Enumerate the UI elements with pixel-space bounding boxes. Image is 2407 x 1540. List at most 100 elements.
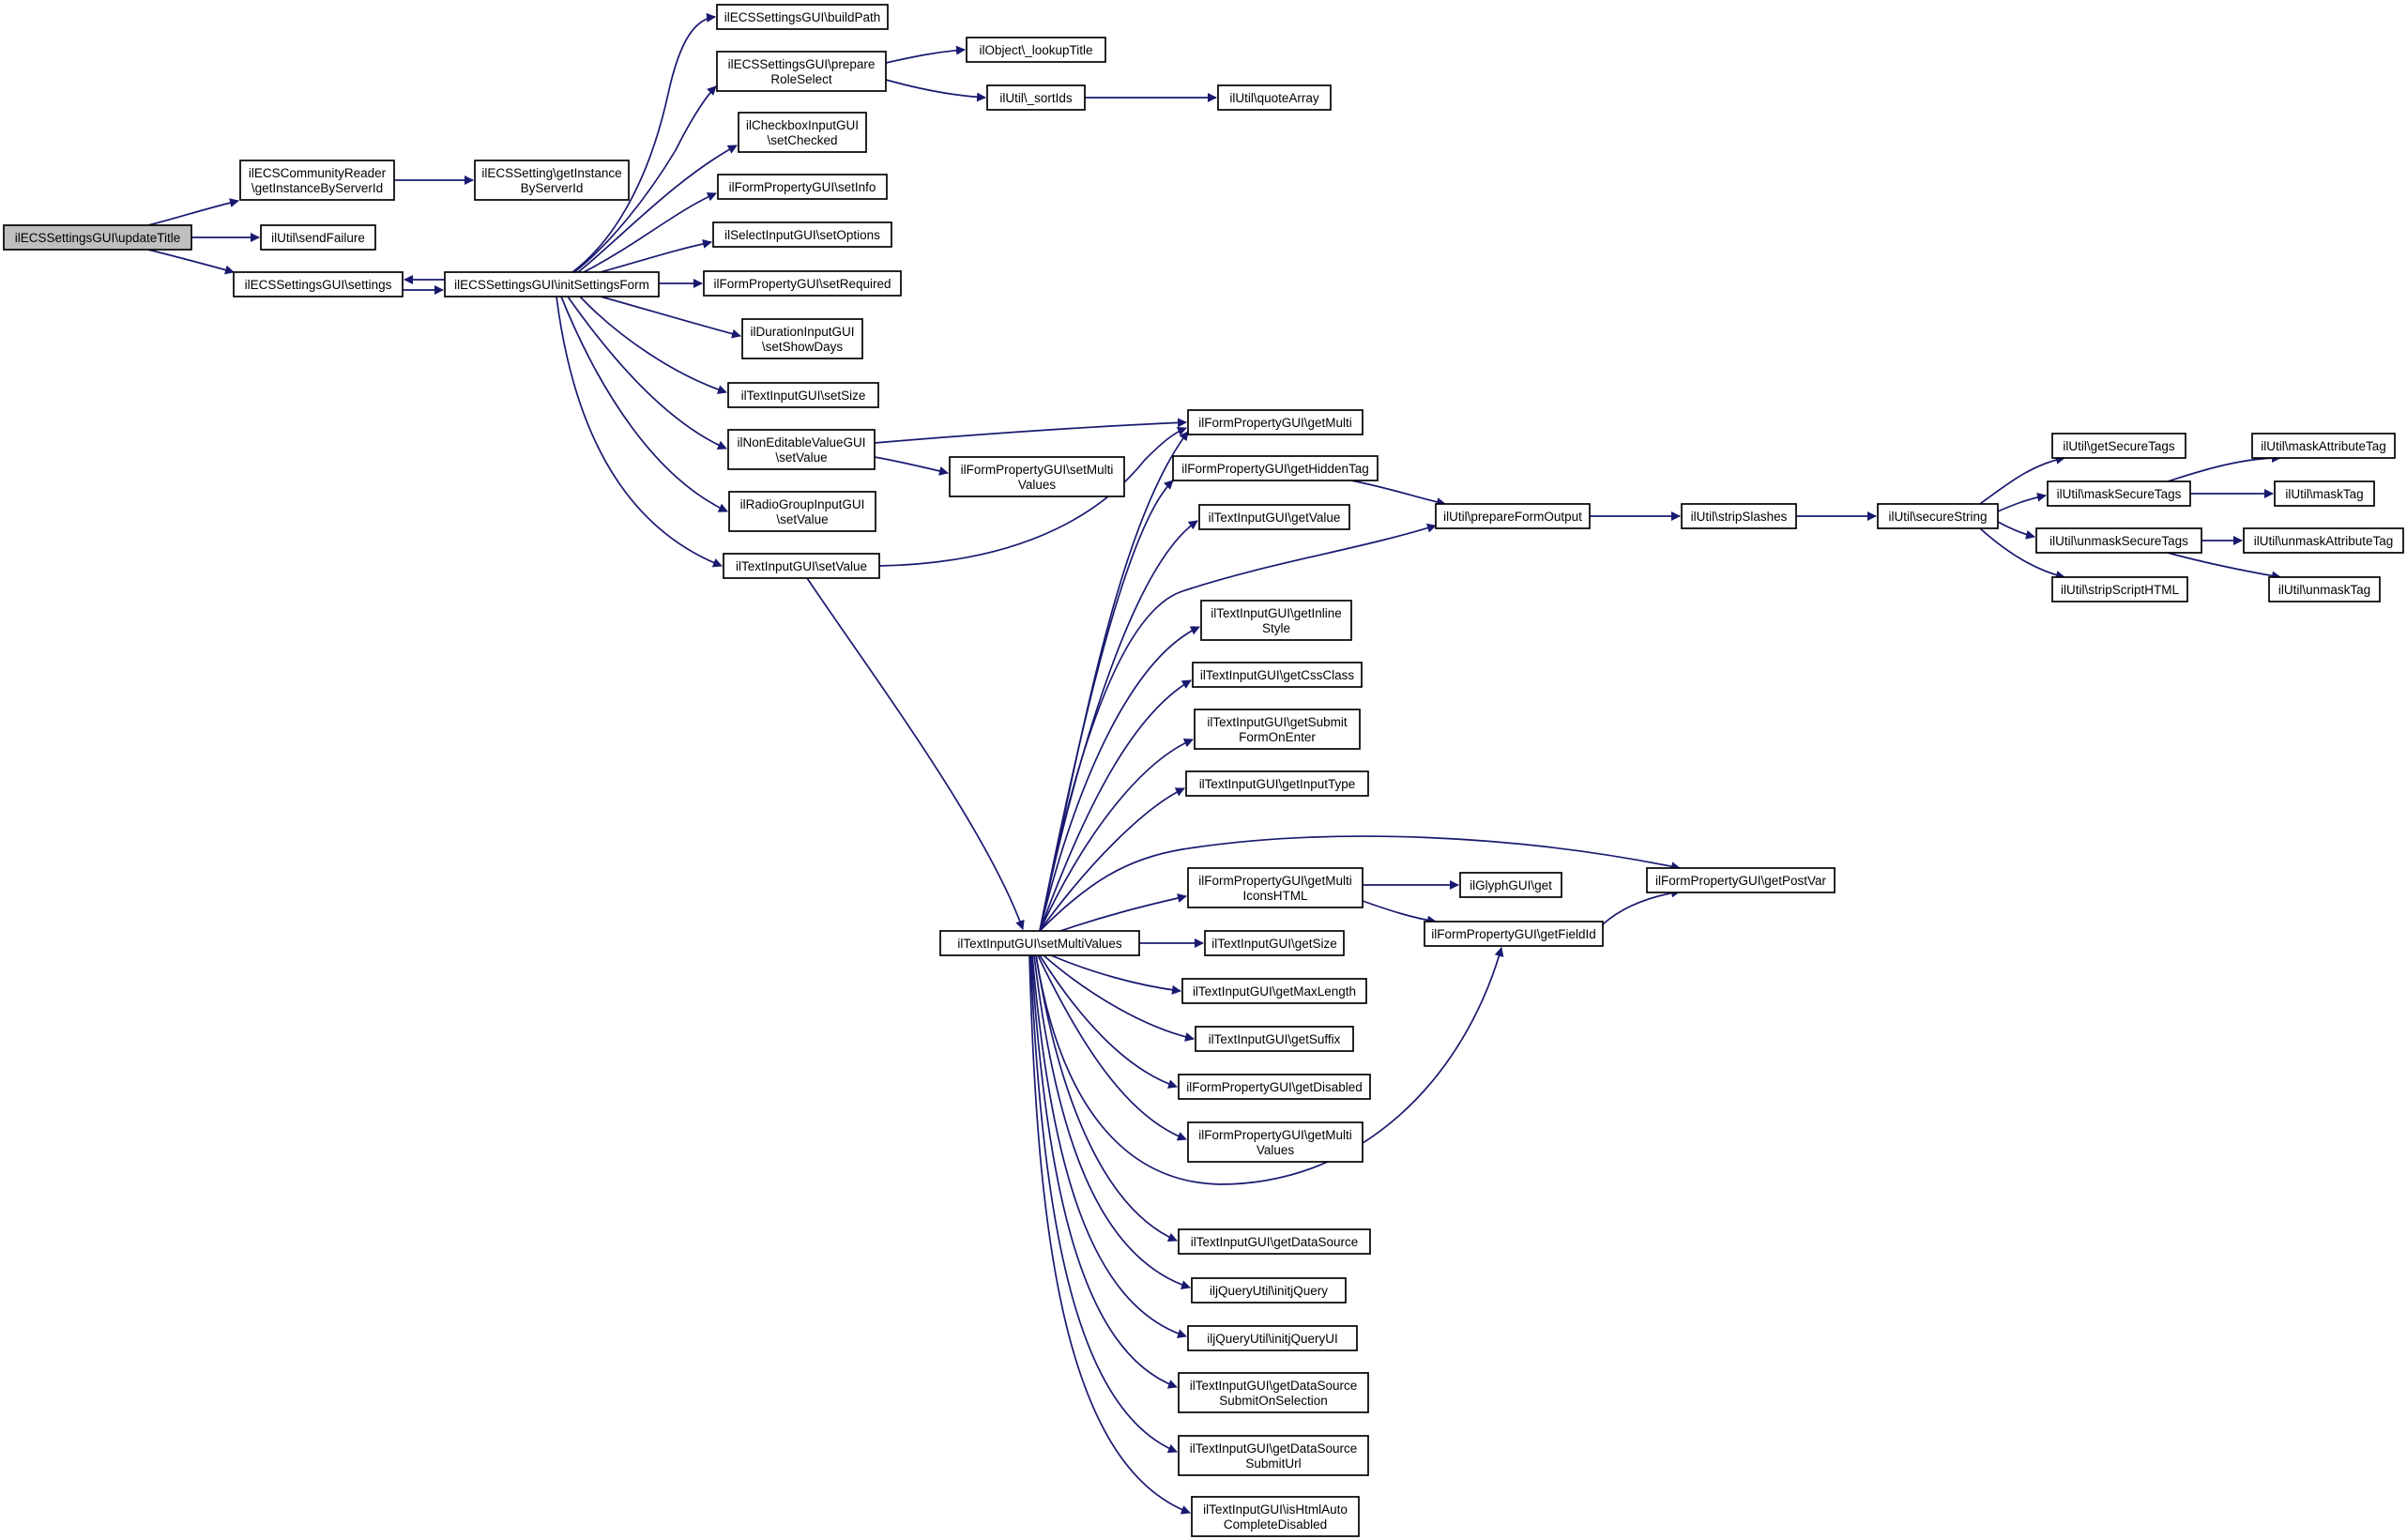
node-label: ilUtil\maskAttributeTag — [2261, 439, 2386, 453]
node-getMulti[interactable]: ilFormPropertyGUI\getMulti — [1187, 409, 1363, 435]
node-prepareFormOutput[interactable]: ilUtil\prepareFormOutput — [1435, 503, 1591, 529]
node-box — [1424, 921, 1604, 947]
node-label: ilUtil\sendFailure — [271, 231, 365, 245]
node-secureString[interactable]: ilUtil\secureString — [1877, 503, 1999, 529]
node-label: \setValue — [775, 450, 827, 465]
node-box — [712, 221, 892, 248]
node-setOptions[interactable]: ilSelectInputGUI\setOptions — [712, 221, 892, 248]
node-setMultiValues2[interactable]: ilFormPropertyGUI\setMultiValues — [949, 456, 1125, 497]
node-textSetMultiValues[interactable]: ilTextInputGUI\setMultiValues — [939, 930, 1140, 956]
node-buildPath[interactable]: ilECSSettingsGUI\buildPath — [716, 4, 889, 30]
node-updateTitle[interactable]: ilECSSettingsGUI\updateTitle — [3, 224, 192, 251]
edge-prepareRoleSelect-to-sortIds — [885, 79, 986, 102]
node-unmaskAttributeTag[interactable]: ilUtil\unmaskAttributeTag — [2243, 527, 2404, 554]
node-getFieldId[interactable]: ilFormPropertyGUI\getFieldId — [1424, 921, 1604, 947]
node-label: ilECSSettingsGUI\prepare — [728, 57, 876, 71]
node-radioSetValue[interactable]: ilRadioGroupInputGUI\setValue — [728, 491, 876, 532]
node-box — [1204, 930, 1345, 956]
edge-initSettingsForm-to-setShowDays — [600, 296, 741, 339]
node-glyphGet[interactable]: ilGlyphGUI\get — [1459, 872, 1562, 898]
node-lookupTitle[interactable]: ilObject\_lookupTitle — [966, 37, 1106, 63]
node-isHtmlAutoCompleteDisabled[interactable]: ilTextInputGUI\isHtmlAutoCompleteDisable… — [1191, 1496, 1360, 1537]
node-label: ilECSSettingsGUI\buildPath — [724, 10, 881, 24]
node-label: ilTextInputGUI\getDataSource — [1190, 1441, 1358, 1456]
node-box — [1187, 867, 1363, 908]
node-sendFailure[interactable]: ilUtil\sendFailure — [260, 224, 376, 251]
node-getDataSourceSubmitOnSelection[interactable]: ilTextInputGUI\getDataSourceSubmitOnSele… — [1178, 1372, 1369, 1413]
node-label: ilRadioGroupInputGUI — [740, 497, 865, 511]
node-textSetValue[interactable]: ilTextInputGUI\setValue — [723, 553, 880, 579]
node-box — [444, 271, 660, 297]
node-box — [1187, 1325, 1358, 1351]
node-label: ilUtil\maskTag — [2285, 487, 2363, 501]
edge-textSetValue-to-textSetMultiValues — [806, 577, 1025, 930]
node-label: ilObject\_lookupTitle — [979, 43, 1092, 57]
node-box — [717, 174, 888, 200]
edge-textSetMultiValues-to-getDisabled — [1039, 954, 1178, 1089]
node-getPostVar[interactable]: ilFormPropertyGUI\getPostVar — [1646, 867, 1836, 893]
edge-textSetMultiValues-to-initjQuery — [1033, 954, 1191, 1289]
edge-nonEditableSetValue-to-getMulti — [874, 418, 1187, 444]
node-getCssClass[interactable]: ilTextInputGUI\getCssClass — [1192, 662, 1363, 688]
node-box — [1178, 1372, 1369, 1413]
edge-updateTitle-to-getInstanceByServerIdReader — [147, 198, 239, 226]
node-box — [1191, 1277, 1347, 1304]
node-label: ilTextInputGUI\getSize — [1211, 937, 1337, 951]
node-maskTag[interactable]: ilUtil\maskTag — [2274, 480, 2375, 507]
node-stripScriptHTML[interactable]: ilUtil\stripScriptHTML — [2051, 576, 2188, 602]
node-getHiddenTag[interactable]: ilFormPropertyGUI\getHiddenTag — [1172, 455, 1379, 481]
node-getInstanceByServerIdSetting[interactable]: ilECSSetting\getInstanceByServerId — [474, 160, 630, 201]
node-box — [716, 4, 889, 30]
node-getMaxLength[interactable]: ilTextInputGUI\getMaxLength — [1181, 978, 1367, 1004]
node-unmaskSecureTags[interactable]: ilUtil\unmaskSecureTags — [2035, 527, 2202, 554]
node-label: ilUtil\stripSlashes — [1691, 510, 1788, 524]
node-getInputType[interactable]: ilTextInputGUI\getInputType — [1185, 770, 1369, 797]
node-sortIds[interactable]: ilUtil\_sortIds — [986, 84, 1086, 111]
node-setChecked[interactable]: ilCheckboxInputGUI\setChecked — [738, 112, 867, 153]
node-label: ilTextInputGUI\setValue — [736, 559, 867, 573]
edge-initSettingsForm-to-prepareRoleSelect — [573, 85, 717, 273]
node-unmaskTag[interactable]: ilUtil\unmaskTag — [2268, 576, 2381, 602]
node-box — [727, 429, 876, 470]
node-getSize[interactable]: ilTextInputGUI\getSize — [1204, 930, 1345, 956]
node-maskSecureTags[interactable]: ilUtil\maskSecureTags — [2047, 480, 2191, 507]
node-stripSlashes[interactable]: ilUtil\stripSlashes — [1681, 503, 1797, 529]
node-initSettingsForm[interactable]: ilECSSettingsGUI\initSettingsForm — [444, 271, 660, 297]
node-getDisabled[interactable]: ilFormPropertyGUI\getDisabled — [1178, 1074, 1371, 1100]
edge-initSettingsForm-to-nonEditableSetValue — [567, 296, 727, 450]
edge-textSetMultiValues-to-getMultiValues — [1037, 954, 1187, 1141]
node-setRequired[interactable]: ilFormPropertyGUI\setRequired — [703, 270, 902, 297]
node-box — [2243, 527, 2404, 554]
node-setInfo[interactable]: ilFormPropertyGUI\setInfo — [717, 174, 888, 200]
node-label: ByServerId — [521, 181, 584, 195]
node-initjQuery[interactable]: iljQueryUtil\initjQuery — [1191, 1277, 1347, 1304]
edge-textSetMultiValues-to-getCssClass — [1039, 679, 1192, 932]
node-setShowDays[interactable]: ilDurationInputGUI\setShowDays — [741, 318, 863, 359]
node-getValue[interactable]: ilTextInputGUI\getValue — [1198, 504, 1350, 530]
edge-getFieldId-to-getPostVar — [1602, 888, 1681, 925]
node-box — [966, 37, 1106, 63]
node-label: ilTextInputGUI\getDataSource — [1191, 1235, 1359, 1249]
node-maskAttributeTag[interactable]: ilUtil\maskAttributeTag — [2251, 433, 2396, 459]
node-getDataSource[interactable]: ilTextInputGUI\getDataSource — [1178, 1228, 1371, 1255]
node-box — [1191, 1496, 1360, 1537]
edge-initSettingsForm-to-setSize — [579, 296, 727, 394]
node-settings[interactable]: ilECSSettingsGUI\settings — [233, 271, 404, 297]
node-box — [741, 318, 863, 359]
node-getInstanceByServerIdReader[interactable]: ilECSCommunityReader\getInstanceByServer… — [239, 160, 395, 201]
node-nonEditableSetValue[interactable]: ilNonEditableValueGUI\setValue — [727, 429, 876, 470]
node-initjQueryUI[interactable]: iljQueryUtil\initjQueryUI — [1187, 1325, 1358, 1351]
node-label: ilUtil\unmaskTag — [2278, 583, 2370, 597]
node-quoteArray[interactable]: ilUtil\quoteArray — [1217, 84, 1332, 111]
node-label: ilUtil\quoteArray — [1229, 91, 1319, 105]
edge-initSettingsForm-to-setChecked — [577, 145, 738, 273]
node-getSecureTags[interactable]: ilUtil\getSecureTags — [2051, 433, 2186, 459]
node-getSuffix[interactable]: ilTextInputGUI\getSuffix — [1195, 1026, 1354, 1052]
node-setSize[interactable]: ilTextInputGUI\setSize — [727, 382, 879, 408]
